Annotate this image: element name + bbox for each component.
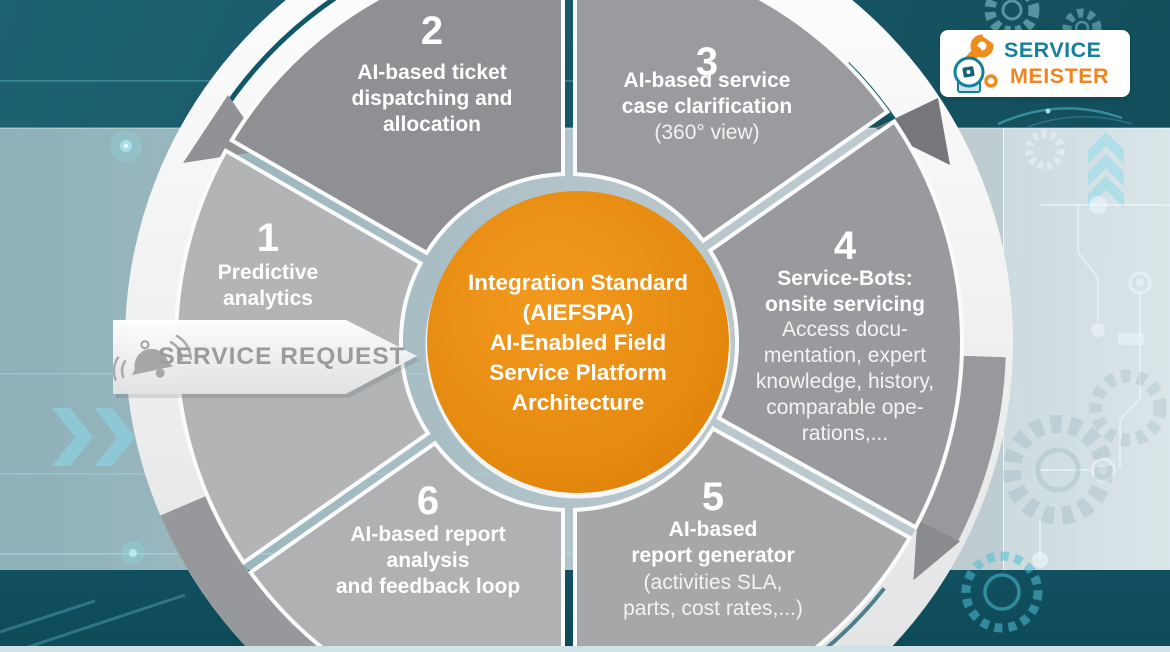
background-right-panel [1003,128,1170,570]
logo-word-meister: MEISTER [1010,64,1110,88]
gear-icon [961,130,1167,633]
bell-icon [112,334,193,381]
chevron-up-icon [1088,132,1124,208]
wedge-segment-5 [573,425,913,652]
wedge-segments [174,0,964,652]
streak-lines [0,593,186,650]
chevron-right-icon [52,408,135,466]
wedge-segment-4 [707,118,964,531]
logo-word-service: SERVICE [1004,38,1102,62]
center-circle [427,191,729,493]
circuit-arcs [997,107,1133,128]
wedge-segment-6 [247,440,565,652]
ring-gray-segment [919,355,1006,541]
wedge-segment-2 [228,0,565,256]
ring-arrowhead-lower-right [913,519,961,581]
wrench-in-fist-icon [953,34,1001,93]
ring-arrowhead-upper-right [875,98,950,165]
service-meister-logo: SERVICE MEISTER [940,30,1130,97]
slide-bottom-strip [0,646,1170,652]
service-request-banner [112,320,420,398]
circuit-trace [1032,196,1170,568]
ring-gray-segment [160,495,326,652]
wedge-segment-3 [573,0,891,244]
